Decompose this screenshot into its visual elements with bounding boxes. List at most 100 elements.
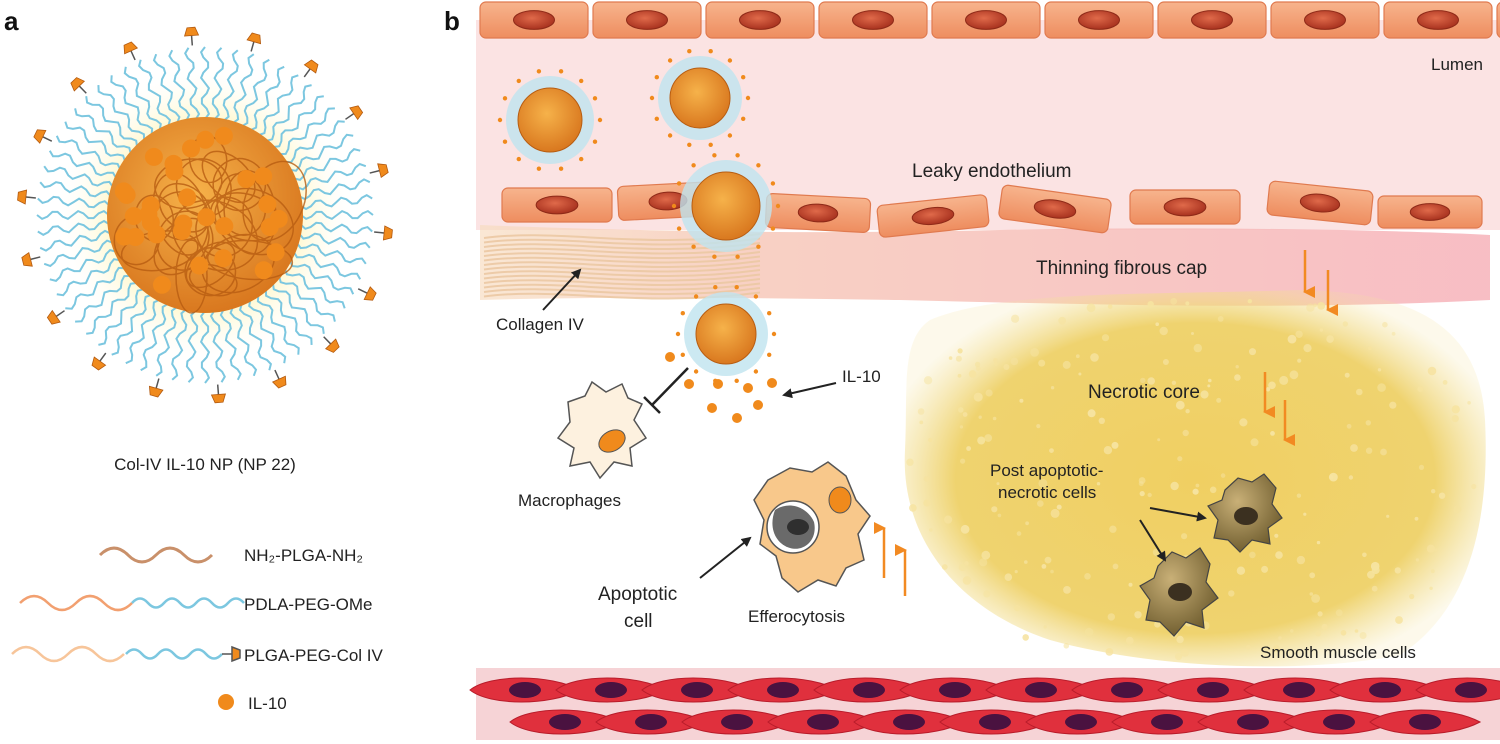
ligand (46, 309, 65, 325)
peg-chain (184, 47, 201, 121)
debris-dot (1016, 531, 1022, 536)
debris-dot (1346, 423, 1352, 429)
polymer-loop (184, 247, 237, 297)
ligand-head (46, 309, 61, 325)
debris-dot (1157, 438, 1161, 442)
debris-dot (1272, 644, 1280, 652)
ligand-head (246, 32, 262, 45)
peg-chain (65, 266, 126, 310)
legend-label: IL-10 (248, 694, 287, 713)
cell-nucleus (1077, 10, 1121, 30)
peg-chain (256, 294, 300, 355)
debris-dot (1098, 417, 1106, 424)
debris-dot (1103, 446, 1113, 455)
peg-chain (56, 258, 121, 297)
np-ligand (680, 311, 685, 316)
ligand (70, 77, 87, 94)
debris-dot (1180, 648, 1190, 657)
smooth-muscle-cell (1071, 677, 1184, 703)
cell-nucleus (1416, 10, 1460, 30)
ligand-stem (55, 310, 65, 317)
smooth-muscle-cell (1157, 677, 1270, 703)
debris-dot (968, 370, 977, 378)
debris-dot (1370, 561, 1380, 571)
ligand (184, 26, 200, 46)
debris-dot (1417, 386, 1424, 392)
ligand-stem (303, 68, 311, 78)
ligand-stem (78, 85, 87, 94)
np-ligand (727, 133, 733, 138)
il10-payload (114, 126, 288, 294)
debris-dot (1311, 594, 1320, 603)
il10-dot (767, 378, 777, 388)
debris-dot (977, 436, 986, 445)
debris-dot (1182, 429, 1189, 437)
smc-nucleus (595, 682, 627, 698)
debris-dot (1054, 468, 1058, 473)
peg-chain (37, 195, 111, 209)
collagen-fiber (483, 260, 761, 269)
debris-dot (1063, 643, 1070, 649)
debris-dot (993, 362, 999, 367)
collagen-iv-label: Collagen IV (496, 315, 585, 334)
debris-dot (1037, 500, 1044, 507)
peg-chain (185, 309, 199, 383)
debris-dot (1185, 409, 1190, 414)
np-ligand (713, 285, 718, 290)
il10-dot (153, 275, 171, 294)
peg-chain (265, 84, 312, 142)
peg-chain (284, 120, 345, 164)
peach-wave-icon (11, 645, 125, 663)
endothelial-cell (876, 194, 990, 238)
debris-dot (1024, 560, 1028, 564)
debris-dot (1426, 544, 1435, 553)
collagen-fiber (483, 255, 761, 264)
peg-chain (296, 242, 367, 265)
ligand-stem (130, 50, 136, 61)
debris-dot (1084, 627, 1094, 637)
peg-chain (168, 49, 191, 122)
ligand-stem (323, 336, 332, 345)
np-ligand (770, 226, 776, 231)
peg-chain (36, 209, 110, 221)
debris-dot (1078, 372, 1082, 376)
endothelial-cell (1157, 1, 1267, 39)
peg-chain (249, 65, 285, 132)
ligand-stem (155, 378, 160, 389)
debris-dot (1128, 582, 1133, 587)
thinning-fibrous-cap-label: Thinning fibrous cap (1036, 258, 1207, 279)
debris-dot (1394, 567, 1402, 574)
debris-dot (984, 434, 993, 442)
np-ligand (516, 78, 521, 84)
debris-dot (1171, 380, 1177, 385)
cell-body (1496, 2, 1500, 38)
debris-dot (1382, 321, 1388, 328)
peg-chain (289, 133, 354, 172)
smc-nucleus (1369, 682, 1401, 698)
peg-chain (97, 85, 146, 141)
ligand (271, 369, 287, 389)
debris-dot (1162, 359, 1169, 365)
endothelial-cell (931, 1, 1041, 39)
debris-dot (1049, 448, 1054, 453)
endothelial-cell (1383, 1, 1493, 39)
debris-dot (960, 458, 966, 464)
debris-dot (1011, 314, 1020, 323)
smc-nucleus (893, 714, 925, 730)
endothelial-cell (1496, 2, 1500, 38)
ligand-head (17, 189, 28, 205)
cell-nucleus (1163, 197, 1207, 217)
np-ligand (654, 75, 659, 80)
peg-chain (209, 309, 226, 383)
np-ligand (654, 116, 659, 122)
released-il10 (665, 352, 777, 423)
debris-dot (1467, 401, 1471, 405)
col-iv-ligands (17, 26, 393, 404)
debris-dot (997, 513, 1002, 518)
collagen-fiber (483, 269, 761, 278)
ligand-head (70, 77, 86, 92)
peg-chain (48, 150, 118, 179)
legend-label: PDLA-PEG-OMe (244, 595, 372, 614)
debris-dot (1317, 302, 1326, 310)
